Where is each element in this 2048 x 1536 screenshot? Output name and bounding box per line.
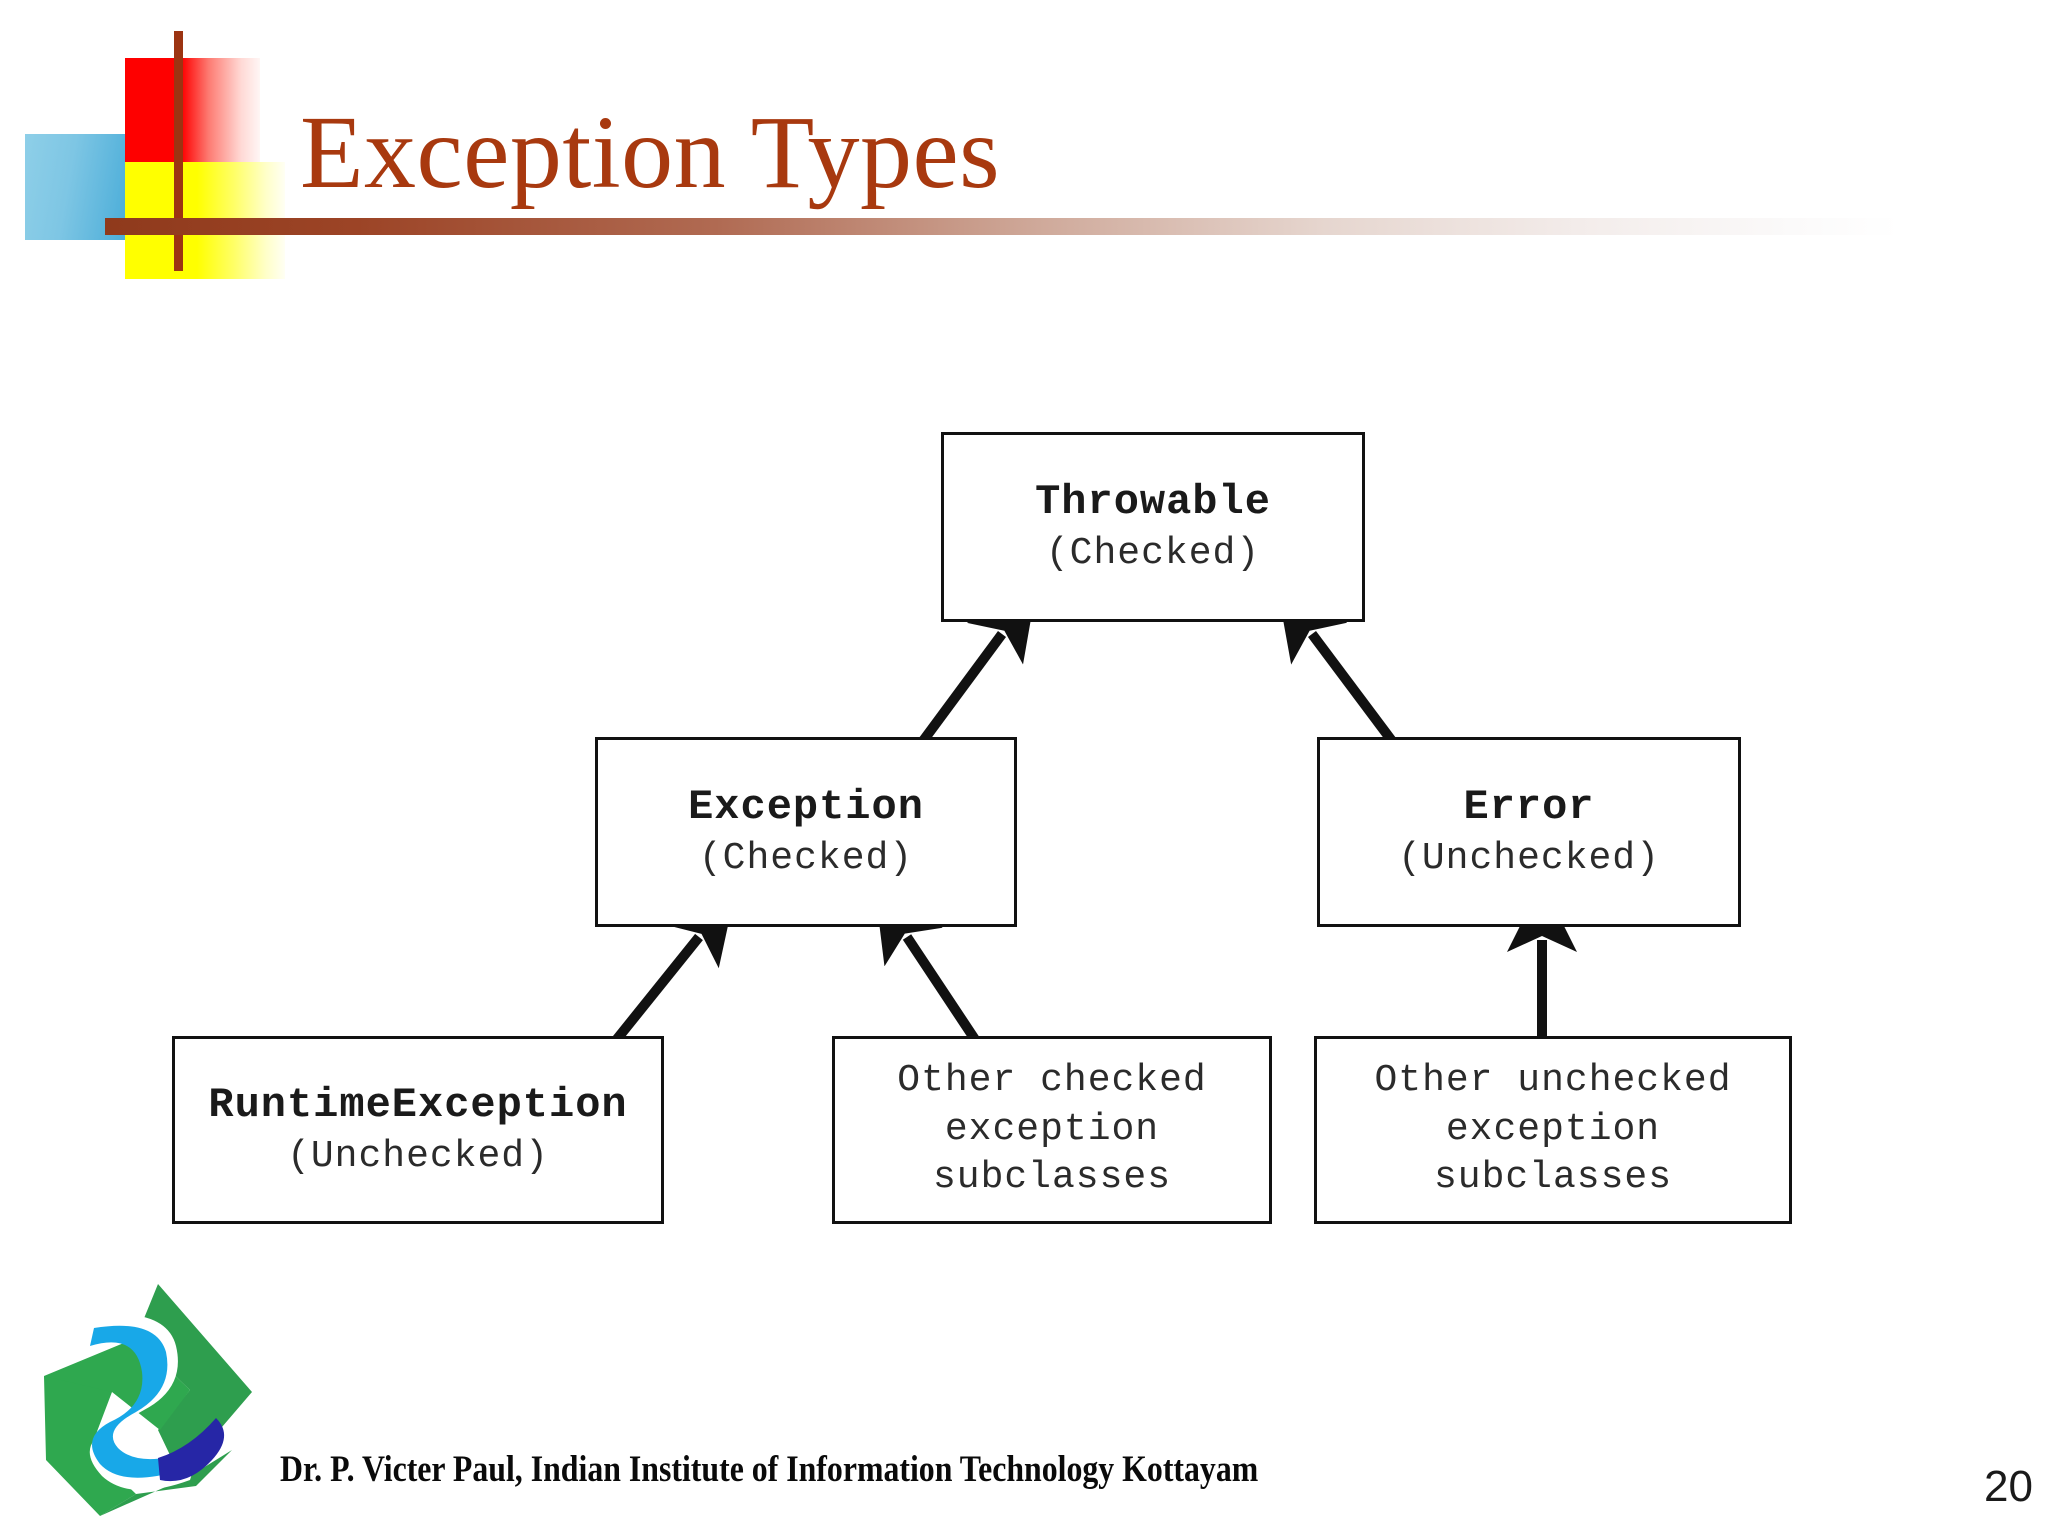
edge-exception-to-throwable bbox=[915, 587, 1037, 748]
node-other-checked-line-1: Other checked bbox=[897, 1059, 1207, 1103]
node-throwable-title: Throwable bbox=[1035, 478, 1271, 527]
node-other-unchecked-line-3: subclasses bbox=[1433, 1156, 1673, 1200]
node-throwable[interactable]: Throwable (Checked) bbox=[941, 432, 1365, 622]
node-other-checked-line-3: subclasses bbox=[932, 1156, 1172, 1200]
node-runtime-exception-subtitle: (Unchecked) bbox=[287, 1134, 549, 1178]
node-runtime-exception-title: RuntimeException bbox=[208, 1081, 628, 1130]
page-number: 20 bbox=[1984, 1462, 2033, 1511]
node-error[interactable]: Error (Unchecked) bbox=[1317, 737, 1741, 927]
node-exception-subtitle: (Checked) bbox=[698, 836, 914, 880]
edge-otherchecked-to-exception bbox=[874, 888, 983, 1047]
institute-logo-icon bbox=[44, 1284, 252, 1516]
node-throwable-subtitle: (Checked) bbox=[1045, 531, 1261, 575]
footer-attribution: Dr. P. Victer Paul, Indian Institute of … bbox=[280, 1449, 1259, 1490]
edge-error-to-throwable bbox=[1277, 587, 1400, 748]
node-other-unchecked-line-1: Other unchecked bbox=[1374, 1059, 1732, 1103]
title-underline-bar bbox=[105, 218, 1900, 235]
node-other-checked-line-2: exception bbox=[944, 1107, 1160, 1151]
node-other-unchecked-line-2: exception bbox=[1445, 1107, 1661, 1151]
node-error-title: Error bbox=[1463, 783, 1595, 832]
decoration-vertical-bar bbox=[174, 31, 183, 271]
node-other-unchecked[interactable]: Other unchecked exception subclasses bbox=[1314, 1036, 1792, 1224]
node-error-subtitle: (Unchecked) bbox=[1398, 836, 1660, 880]
node-exception[interactable]: Exception (Checked) bbox=[595, 737, 1017, 927]
edge-runtimeexception-to-exception bbox=[609, 891, 736, 1048]
node-runtime-exception[interactable]: RuntimeException (Unchecked) bbox=[172, 1036, 664, 1224]
decoration-red-square bbox=[125, 58, 260, 162]
node-exception-title: Exception bbox=[688, 783, 924, 832]
page-title: Exception Types bbox=[300, 95, 1001, 210]
node-other-checked[interactable]: Other checked exception subclasses bbox=[832, 1036, 1272, 1224]
